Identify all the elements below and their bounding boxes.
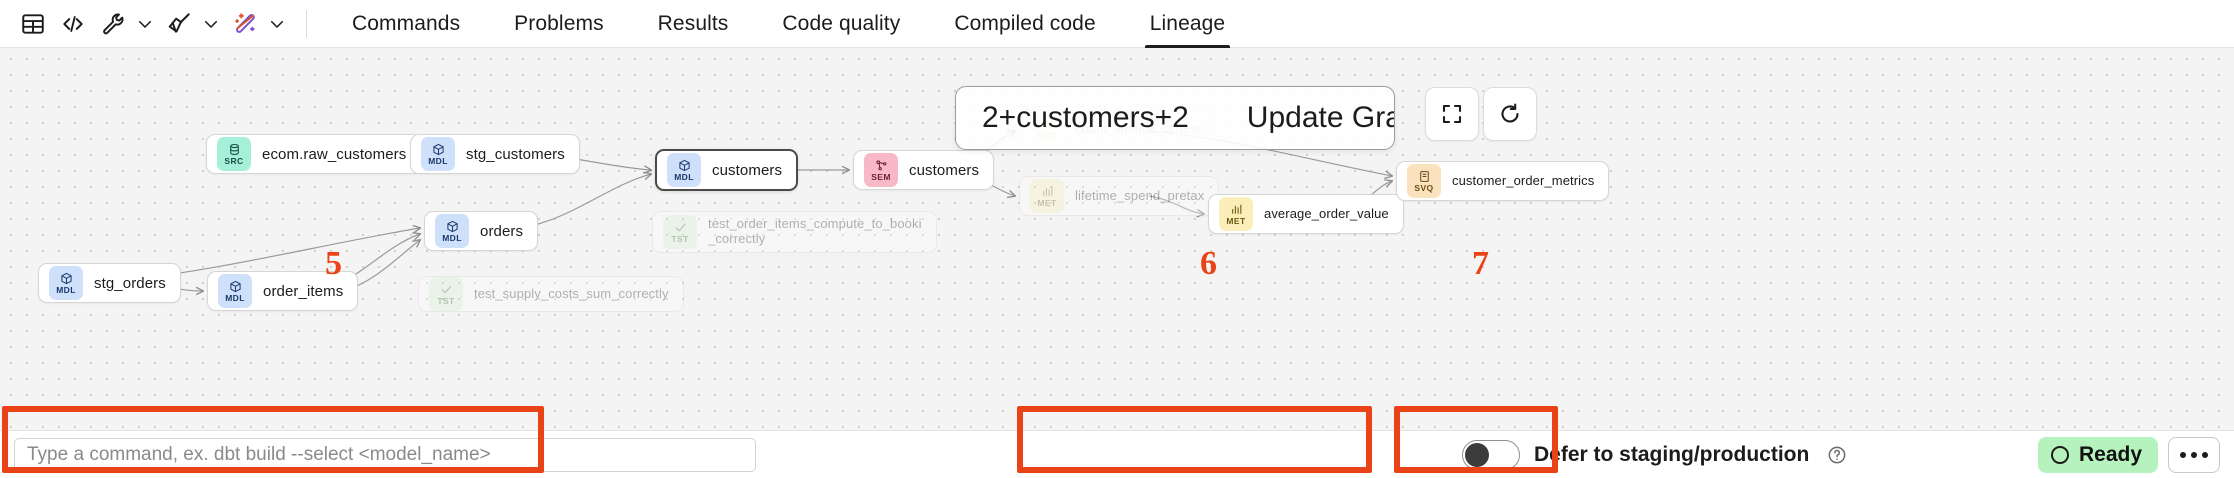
graph-node-orders[interactable]: MDL orders [424,211,539,251]
node-label: average_order_value [1264,205,1389,221]
tab-results[interactable]: Results [657,11,729,35]
defer-toggle[interactable] [1462,440,1520,470]
badge-type-label: SEM [871,171,891,182]
node-label: customers [712,161,783,179]
code-icon[interactable] [54,5,92,43]
sem-badge-icon: SEM [864,153,898,187]
graph-node-customers-model[interactable]: MDL customers [655,149,799,191]
table-icon[interactable] [14,5,52,43]
refresh-icon [1501,103,1519,123]
mdl-badge-icon: MDL [435,214,469,248]
fullscreen-icon [1442,104,1462,124]
badge-type-label: MDL [428,155,448,166]
fit-view-button[interactable] [1425,87,1479,141]
tst-badge-icon: TST [429,277,463,311]
graph-node-lifetime-spend-pretax[interactable]: MET lifetime_spend_pretax [1019,176,1220,216]
build-menu[interactable] [94,5,158,43]
status-badge[interactable]: Ready [2037,437,2158,473]
node-label: test_supply_costs_sum_correctly [474,285,669,301]
met-badge-icon: MET [1030,179,1064,213]
badge-type-label: MET [1226,215,1246,226]
broom-icon[interactable] [160,5,198,43]
mdl-badge-icon: MDL [218,274,252,308]
command-input[interactable]: Type a command, ex. dbt build --select <… [14,438,756,472]
graph-node-stg-orders[interactable]: MDL stg_orders [38,263,181,303]
badge-type-label: TST [671,233,689,244]
mdl-badge-icon: MDL [49,266,83,300]
mdl-badge-icon: MDL [421,137,455,171]
node-label: order_items [263,282,344,300]
badge-type-label: MDL [442,232,462,243]
badge-type-label: MDL [674,171,694,182]
status-label: Ready [2078,443,2142,466]
graph-node-stg-customers[interactable]: MDL stg_customers [410,134,580,174]
node-label: ecom.raw_customers [262,145,407,163]
more-options-button[interactable] [2168,437,2220,473]
status-indicator-icon [2050,446,2069,464]
format-menu[interactable] [160,5,224,43]
graph-node-average-order-value[interactable]: MET average_order_value [1208,194,1404,234]
met-badge-icon: MET [1219,197,1253,231]
toolbar-divider [306,9,307,38]
tab-lineage[interactable]: Lineage [1123,0,1252,48]
node-label: lifetime_spend_pretax [1075,187,1205,203]
toggle-knob [1465,443,1489,467]
mdl-badge-icon: MDL [667,153,701,187]
graph-query-overlay: 2+customers+2 Update Graph [955,86,1395,150]
panel-tabs: Commands Problems Results Code quality C… [325,0,1252,48]
chevron-down-icon[interactable] [198,5,224,43]
badge-type-label: MET [1037,197,1057,208]
more-options-icon [2202,452,2208,458]
update-graph-button[interactable]: Update Graph [1246,101,1394,134]
node-label: customers [909,161,980,179]
tab-code-quality[interactable]: Code quality [782,11,901,35]
badge-type-label: TST [437,295,455,306]
magic-wand-icon[interactable] [226,5,264,43]
graph-selector-input[interactable]: 2+customers+2 [982,101,1189,134]
graph-node-order-items[interactable]: MDL order_items [207,271,359,311]
svq-badge-icon: SVQ [1407,164,1441,198]
defer-control-group: Defer to staging/production [1462,435,1847,475]
tst-badge-icon: TST [663,215,697,249]
badge-type-label: SRC [224,155,244,166]
badge-type-label: SVQ [1414,182,1434,193]
tab-compiled-code[interactable]: Compiled code [954,11,1096,35]
wrench-icon[interactable] [94,5,132,43]
src-badge-icon: SRC [217,137,251,171]
node-label: orders [480,222,524,240]
refresh-graph-button[interactable] [1483,87,1537,141]
badge-type-label: MDL [56,284,76,295]
chevron-down-icon[interactable] [132,5,158,43]
command-input-placeholder: Type a command, ex. dbt build --select <… [27,444,491,465]
tab-problems[interactable]: Problems [514,11,604,35]
graph-node-customers-semantic[interactable]: SEM customers [853,150,995,190]
badge-type-label: MDL [225,292,245,303]
node-label: customer_order_metrics [1452,172,1595,188]
graph-node-customer-order-metrics[interactable]: SVQ customer_order_metrics [1396,161,1610,201]
top-toolbar: Commands Problems Results Code quality C… [0,0,2234,48]
ai-assist-menu[interactable] [226,5,290,43]
question-mark-icon[interactable] [1827,445,1847,465]
node-label: test_order_items_compute_to_booki _corre… [708,216,922,246]
lineage-graph-canvas[interactable]: SRC ecom.raw_customers MDL stg_customers… [0,48,2234,430]
graph-node-test-supply-costs[interactable]: TST test_supply_costs_sum_correctly [418,276,684,312]
defer-label: Defer to staging/production [1534,443,1810,466]
toolbar-icon-group [0,0,325,48]
chevron-down-icon[interactable] [264,5,290,43]
graph-node-test-order-items[interactable]: TST test_order_items_compute_to_booki _c… [652,211,937,253]
more-options-icon [2180,452,2186,458]
graph-node-ecom-raw-customers[interactable]: SRC ecom.raw_customers [206,134,422,174]
more-options-icon [2191,452,2197,458]
bottom-command-bar: Type a command, ex. dbt build --select <… [0,430,2234,478]
node-label: stg_customers [466,145,565,163]
tab-commands[interactable]: Commands [352,11,461,35]
status-group: Ready [2037,437,2220,473]
node-label: stg_orders [94,274,166,292]
